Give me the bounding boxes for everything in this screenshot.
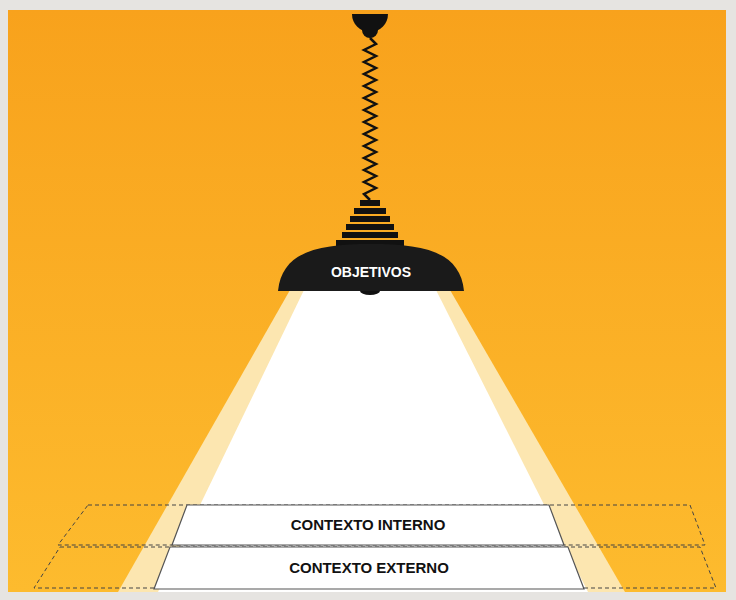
context-band: CONTEXTO INTERNO (172, 505, 564, 545)
node-label: OBJETIVOS (331, 265, 411, 280)
lamp-shade: OBJETIVOS (278, 244, 464, 291)
dashed-plane (34, 547, 716, 588)
lamp-neck (360, 200, 380, 206)
node-label: CONTEXTO INTERNO (291, 517, 446, 534)
lamp-cord (364, 38, 376, 200)
background-panel (8, 10, 726, 592)
lamp-neck (354, 208, 386, 214)
context-band-outline (172, 505, 564, 545)
lamp-shade-outline (278, 244, 464, 291)
light-beam-outer (118, 290, 625, 592)
node-label: CONTEXTO EXTERNO (289, 560, 449, 577)
lamp-neck (350, 216, 390, 222)
lamp-neck (346, 224, 394, 230)
lamp-neck (342, 232, 398, 238)
context-band-outline (154, 547, 584, 589)
ceiling-mount (362, 14, 378, 38)
dashed-plane (58, 505, 705, 545)
context-band: CONTEXTO EXTERNO (154, 547, 584, 589)
